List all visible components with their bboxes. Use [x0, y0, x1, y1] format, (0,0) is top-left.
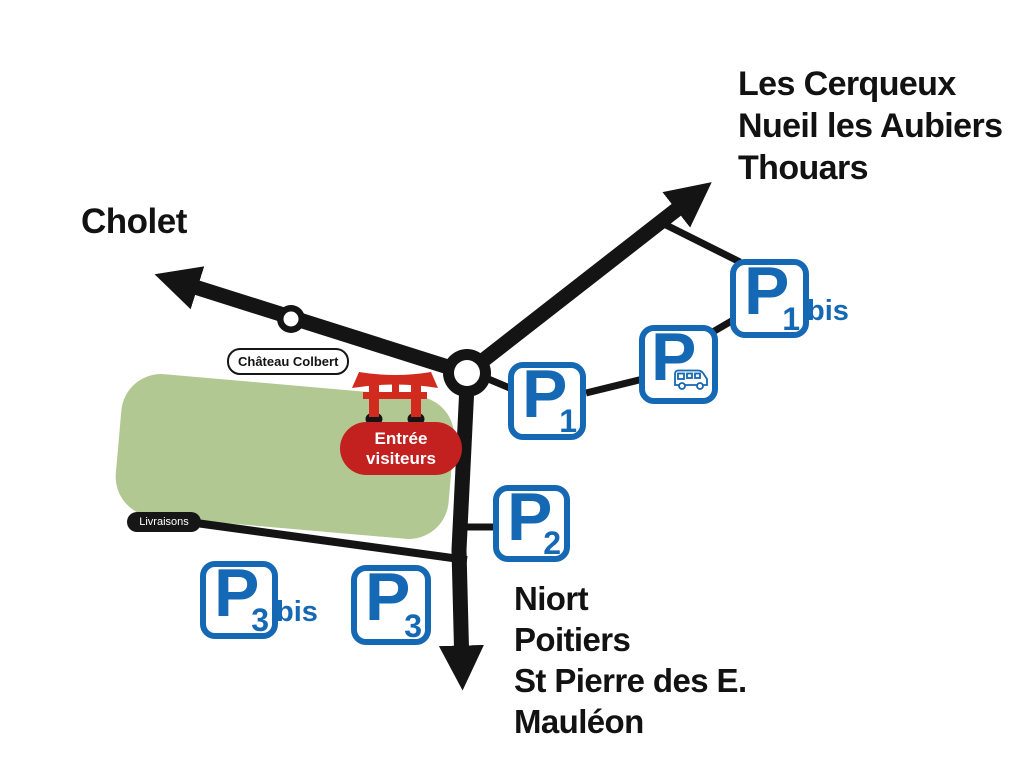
parking-sign-p1: P 1	[508, 356, 586, 440]
parking-letter: P	[507, 479, 553, 555]
lane-to-p1bis	[662, 220, 742, 266]
parking-number: 1	[559, 403, 577, 439]
parking-number: 1	[782, 301, 800, 337]
parking-letter: P	[214, 555, 260, 631]
roundabout-small-icon	[277, 305, 305, 333]
parking-sign-p3: P 3	[351, 559, 431, 645]
deliveries-badge: Livraisons	[127, 512, 201, 532]
destination-line: Mauléon	[514, 703, 644, 740]
parking-sign-p2: P 2	[493, 479, 570, 562]
parking-sign-camping-car: P	[639, 321, 718, 404]
parking-number: 3	[404, 608, 422, 644]
road-to-thouars	[462, 182, 712, 379]
parking-suffix: bis	[276, 596, 318, 628]
entrance-label-line2: visiteurs	[366, 449, 436, 468]
destination-south: Niort Poitiers St Pierre des E. Mauléon	[514, 578, 747, 742]
lane-to-p1	[484, 374, 514, 393]
chateau-colbert-label: Château Colbert	[227, 348, 350, 375]
destination-line: Nueil les Aubiers	[738, 107, 1003, 145]
parking-letter: P	[365, 559, 411, 635]
destination-line: Les Cerqueux	[738, 65, 956, 103]
parking-sign-p1bis: P 1 bis	[730, 253, 849, 338]
destination-north-east: Les Cerqueux Nueil les Aubiers Thouars	[738, 63, 1003, 189]
roundabout-large-icon	[443, 349, 491, 397]
parking-number: 3	[251, 602, 269, 638]
parking-suffix: bis	[807, 295, 849, 327]
parking-letter: P	[522, 356, 568, 432]
destination-line: Niort	[514, 580, 589, 617]
destination-cholet: Cholet	[81, 202, 187, 241]
road-to-cholet	[154, 266, 470, 381]
parking-sign-p3bis: P 3 bis	[200, 555, 318, 639]
visitor-entrance-badge: Entrée visiteurs	[340, 422, 462, 475]
destination-line: St Pierre des E.	[514, 662, 747, 699]
parking-number: 2	[543, 525, 561, 561]
destination-line: Poitiers	[514, 621, 631, 658]
destination-line: Thouars	[738, 149, 869, 187]
parking-letter: P	[744, 253, 790, 329]
road-to-niort	[438, 384, 484, 691]
lane-camper-p1	[585, 375, 644, 397]
deliveries-road	[195, 519, 468, 564]
camper-van-icon	[674, 369, 708, 390]
entrance-label-line1: Entrée	[374, 429, 428, 448]
